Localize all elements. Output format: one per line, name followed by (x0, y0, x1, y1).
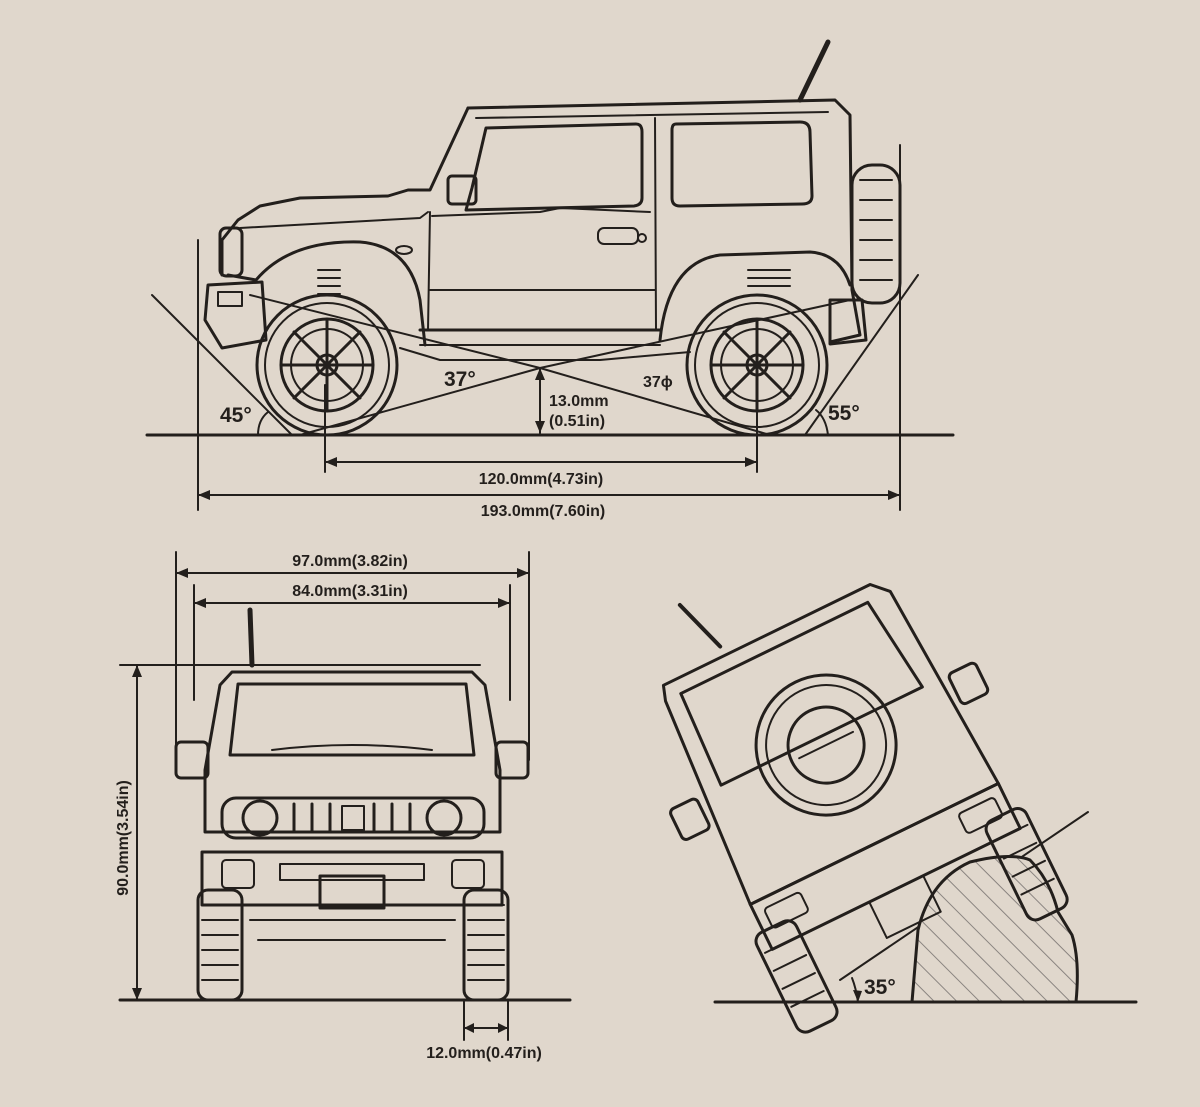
side-spare-tire (850, 163, 902, 305)
breakover-angle-small-label: 37ɸ (643, 374, 673, 391)
overall-width-label: 97.0mm(3.82in) (292, 553, 408, 570)
tread-width-label: 84.0mm(3.31in) (292, 583, 408, 600)
rock (910, 855, 1079, 1004)
ground-clearance-mm-label: 13.0mm (549, 393, 609, 410)
departure-angle-label: 55° (828, 402, 860, 425)
tire-width-label: 12.0mm(0.47in) (426, 1045, 542, 1062)
side-front-wheel (255, 293, 399, 437)
breakover-line-rear-low (539, 367, 771, 436)
side-view: 45° 37° 37ɸ 55° 13.0mm (0.51in) 120.0mm(… (145, 39, 955, 520)
front-right-tire (462, 888, 510, 1002)
breakover-line-rear (539, 299, 851, 369)
front-vehicle-body (174, 607, 530, 941)
overall-length-label: 193.0mm(7.60in) (481, 503, 606, 520)
overall-height-label: 90.0mm(3.54in) (115, 780, 132, 896)
breakover-line-front-low (299, 367, 541, 436)
breakover-angle-label: 37° (444, 368, 476, 391)
approach-angle-label: 45° (220, 404, 252, 427)
side-vehicle-body (203, 39, 868, 361)
wheelbase-label: 120.0mm(4.73in) (479, 471, 604, 488)
breakover-line-front (249, 294, 541, 369)
front-left-tire (196, 888, 244, 1002)
side-rear-wheel (685, 293, 829, 437)
tilt-view: 35° (661, 582, 1138, 1034)
ground-clearance-in-label: (0.51in) (549, 413, 605, 430)
tilt-angle-label: 35° (864, 976, 896, 999)
tilt-vehicle (661, 582, 1069, 1034)
front-view: 97.0mm(3.82in) 84.0mm(3.31in) 90.0mm(3.5… (115, 551, 572, 1062)
